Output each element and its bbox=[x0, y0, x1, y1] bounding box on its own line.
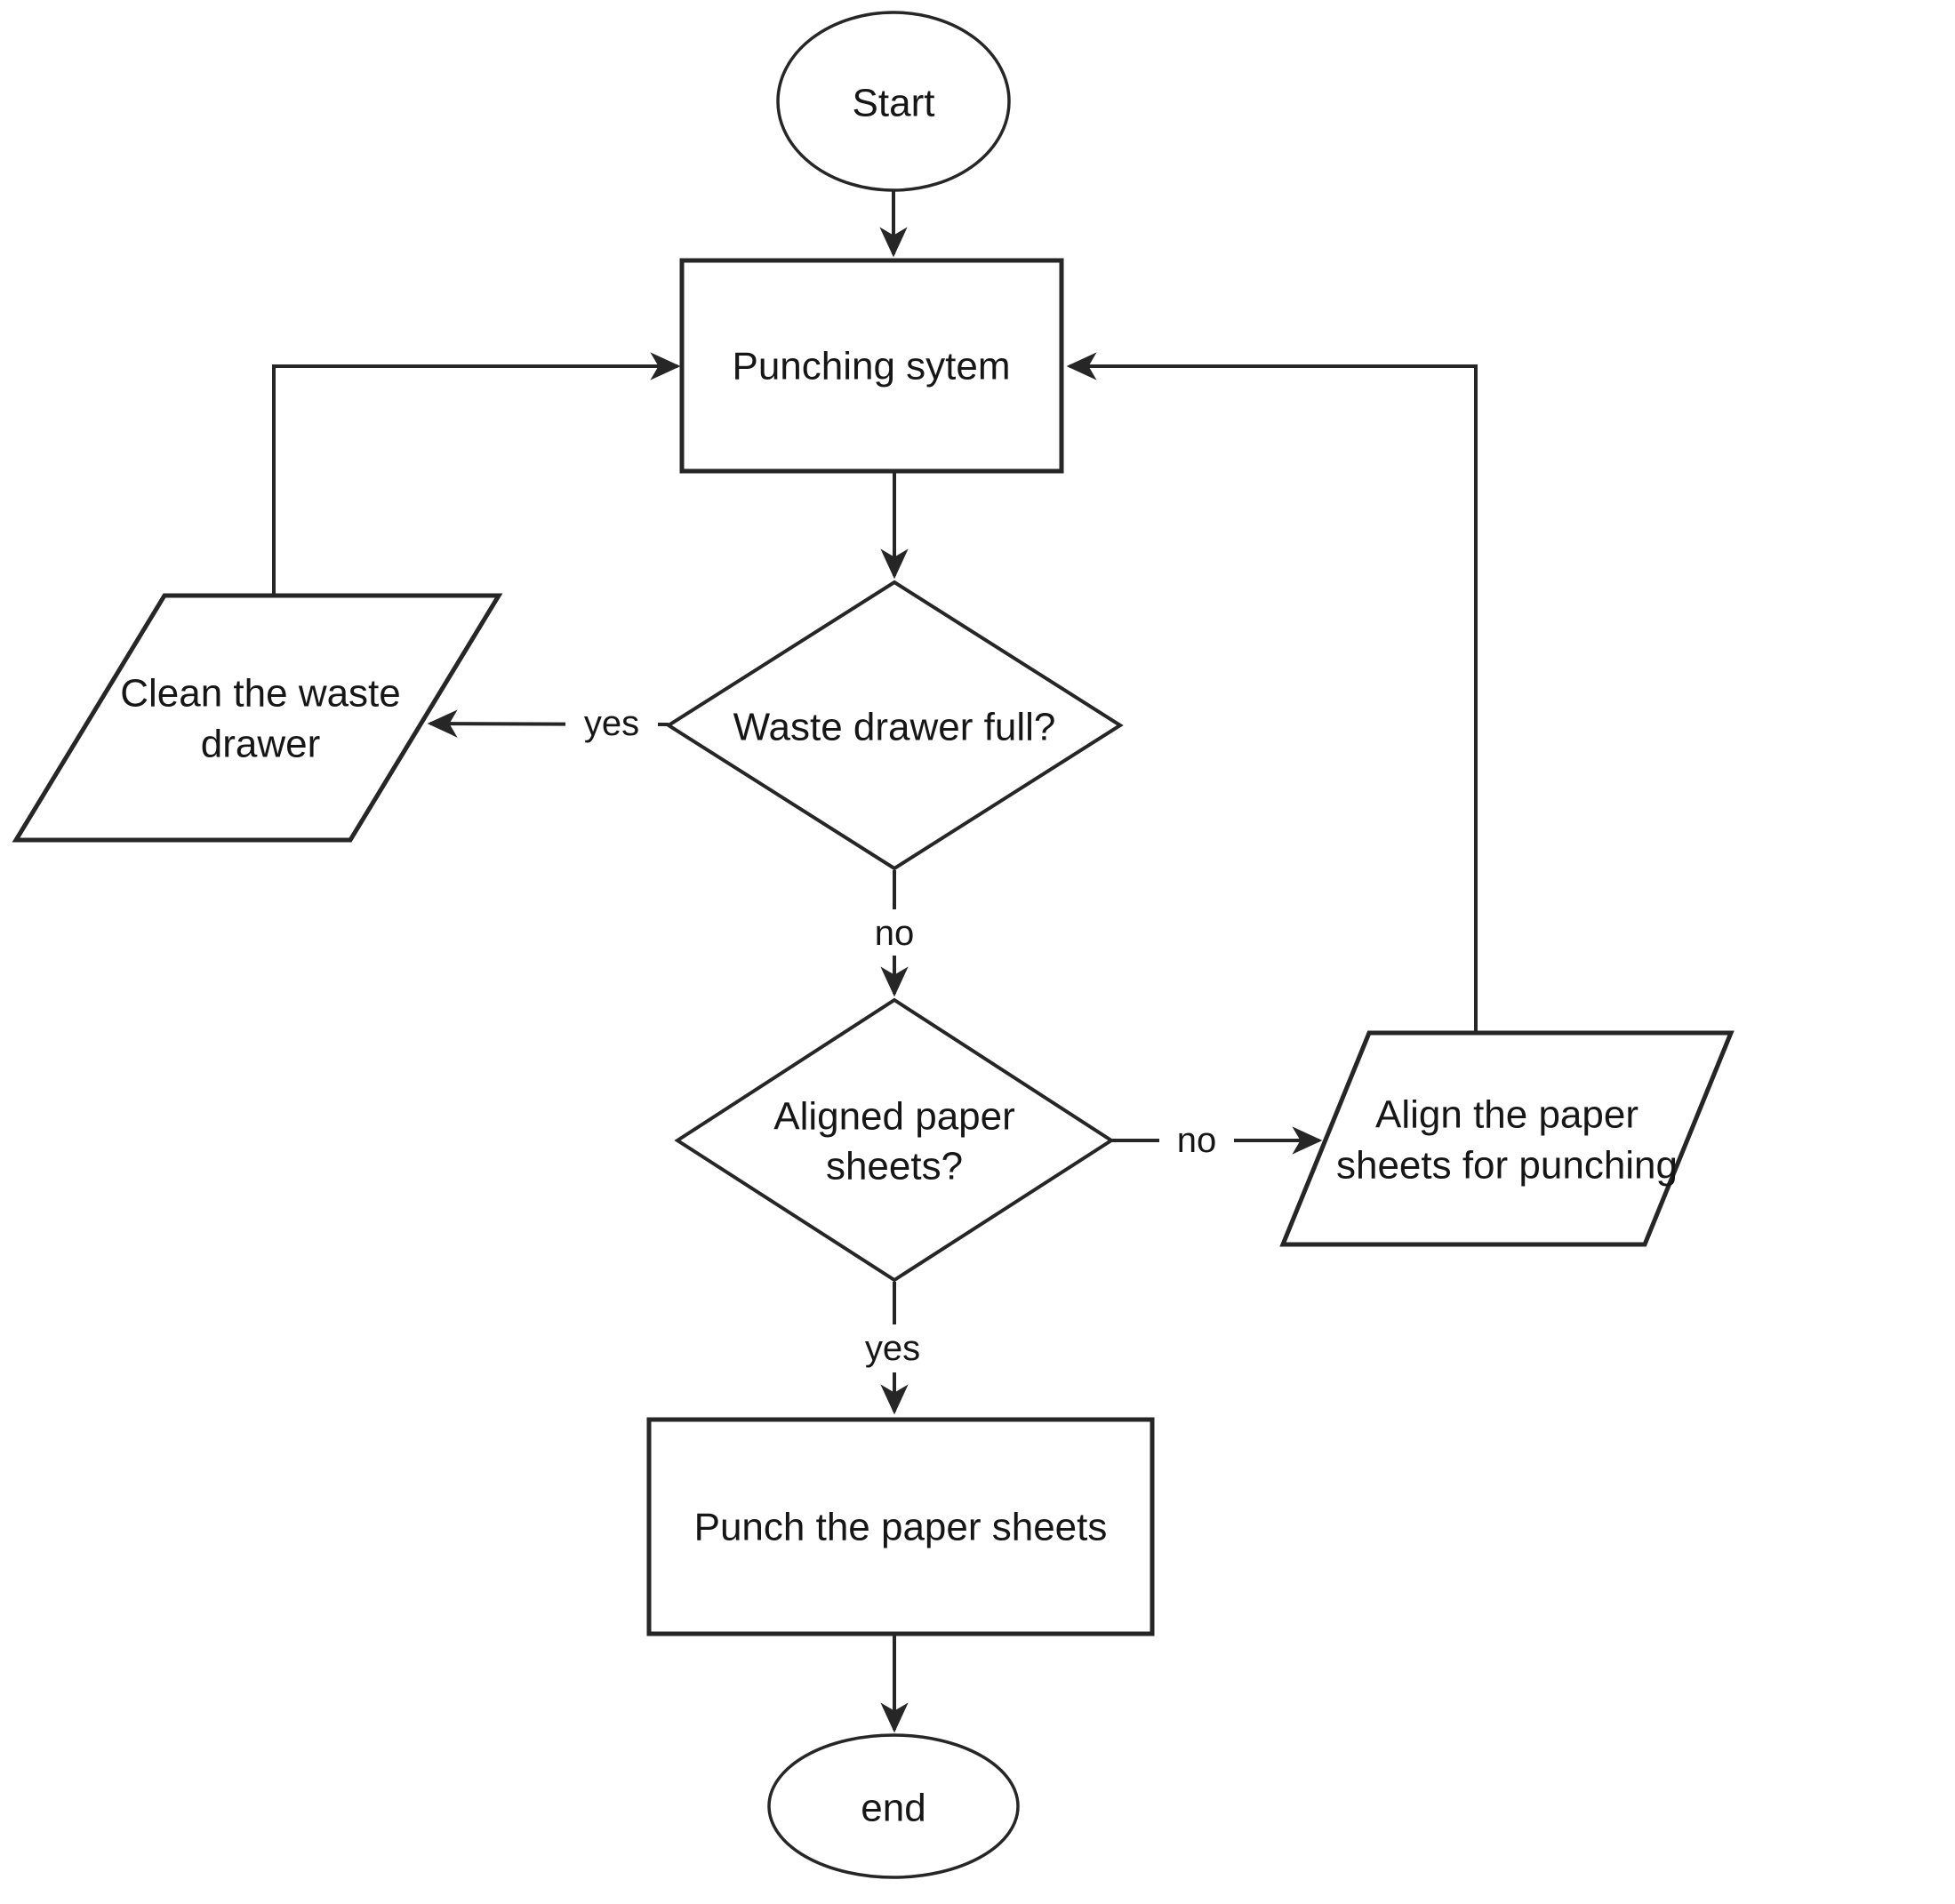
align-paper-sheets-node-label-line1: Align the paper bbox=[1375, 1093, 1639, 1137]
clean-waste-drawer-node-label-line2: drawer bbox=[201, 723, 321, 766]
nodes: Start Punching sytem Waste drawer full? … bbox=[12, 11, 1735, 1879]
aligned-sheets-yes-label-bg bbox=[850, 1324, 935, 1372]
edge-labels: yes no no yes bbox=[565, 699, 1234, 1372]
punching-system-node bbox=[679, 258, 1064, 474]
punching-system-node-label: Punching sytem bbox=[732, 345, 1010, 388]
waste-drawer-full-decision-label: Waste drawer full? bbox=[733, 706, 1056, 749]
align-paper-sheets-node-label-line2: sheets for punching bbox=[1336, 1144, 1678, 1188]
start-node-label: Start bbox=[853, 82, 935, 125]
clean-waste-drawer-node bbox=[12, 593, 503, 843]
waste-drawer-yes-label: yes bbox=[584, 704, 639, 743]
waste-drawer-no-label: no bbox=[875, 914, 915, 953]
clean-waste-drawer-node-label-line1: Clean the waste bbox=[120, 672, 401, 716]
aligned-paper-sheets-decision-label-line2: sheets? bbox=[826, 1145, 963, 1188]
waste-drawer-yes-label-bg bbox=[565, 699, 658, 745]
start-node bbox=[776, 11, 1011, 192]
end-node bbox=[767, 1733, 1020, 1879]
edge-align-paper-sheets-to-punching-system bbox=[1066, 352, 1478, 1031]
edge-clean-waste-drawer-to-punching-system bbox=[272, 352, 681, 594]
waste-drawer-full-decision bbox=[665, 580, 1124, 871]
aligned-sheets-yes-label: yes bbox=[865, 1329, 920, 1368]
align-paper-sheets-node bbox=[1279, 1030, 1735, 1247]
aligned-sheets-no-label: no bbox=[1177, 1121, 1217, 1160]
aligned-paper-sheets-decision bbox=[674, 997, 1115, 1283]
punch-paper-sheets-node bbox=[646, 1417, 1155, 1636]
end-node-label: end bbox=[861, 1787, 925, 1830]
waste-drawer-no-label-bg bbox=[857, 909, 932, 956]
punch-paper-sheets-node-label: Punch the paper sheets bbox=[694, 1506, 1108, 1549]
aligned-paper-sheets-decision-label-line1: Aligned paper bbox=[773, 1095, 1015, 1139]
aligned-sheets-no-label-bg bbox=[1159, 1116, 1234, 1163]
